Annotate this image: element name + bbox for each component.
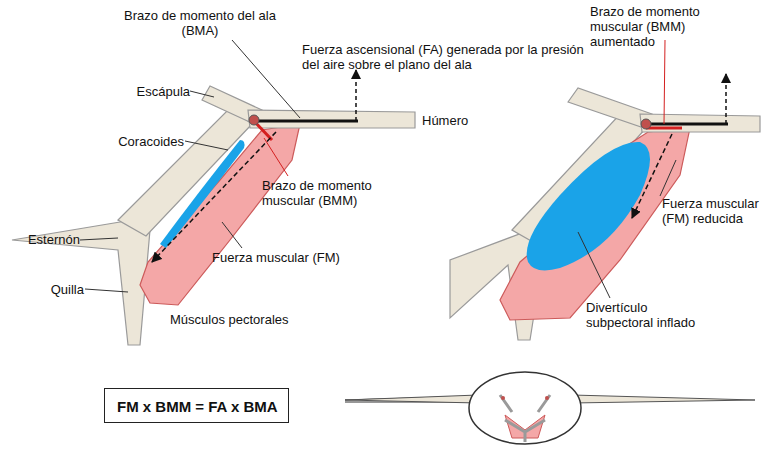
inflated-diverticulum: [527, 142, 650, 271]
part-label: Fuerza muscular (FM): [212, 250, 362, 265]
part-label: Fuerza muscular (FM) reducida: [662, 196, 762, 226]
part-label: Divertículo subpectoral inflado: [586, 300, 706, 330]
pectoral-muscle: [500, 128, 690, 320]
part-label: Brazo de momento muscular (BMM): [262, 178, 382, 208]
humerus: [640, 114, 760, 132]
leader-line: [664, 40, 665, 124]
lift-arrow: [355, 70, 357, 121]
leader-line: [222, 222, 242, 248]
part-label: Músculos pectorales: [170, 312, 310, 327]
leader-line: [190, 91, 214, 97]
lift-arrow: [725, 74, 727, 124]
skeleton: [500, 395, 550, 442]
muscle-force-arrow: [152, 132, 276, 262]
leader-line: [264, 138, 288, 176]
leader-line: [660, 160, 676, 196]
diverticulum: [160, 140, 245, 248]
scapula: [202, 86, 262, 124]
leader-line: [578, 232, 610, 298]
part-label: Escápula: [124, 84, 190, 99]
part-label: Brazo de momento muscular (BMM) aumentad…: [590, 4, 750, 49]
muscle-moment-arm: [646, 127, 682, 130]
right-wing: [572, 395, 755, 403]
leader-line: [185, 141, 228, 150]
leader-line: [85, 289, 128, 292]
body-outline: [469, 372, 581, 444]
right-wing-figure: [450, 40, 760, 340]
shoulder-joint: [641, 119, 651, 129]
bird-cross-section: [345, 372, 755, 444]
shoulder-joint: [249, 115, 259, 125]
part-label: Coracoides: [102, 134, 184, 149]
left-wing: [345, 396, 478, 402]
left-wing-figure: [12, 40, 415, 345]
part-label: Quilla: [38, 282, 84, 297]
pectoral-muscle: [140, 124, 300, 305]
scapula: [568, 88, 652, 128]
wing-moment-arm: [254, 120, 358, 123]
part-label: Brazo de momento del ala (BMA): [110, 8, 290, 38]
humerus: [248, 110, 415, 128]
formula-box: FM x BMM = FA x BMA: [104, 388, 289, 423]
leader-line: [232, 40, 300, 118]
leader-line: [80, 238, 118, 240]
wing-moment-arm: [646, 123, 728, 126]
part-label: Esternón: [14, 232, 80, 247]
sternum: [12, 212, 150, 345]
formula-text: FM x BMM = FA x BMA: [117, 398, 276, 415]
part-label: Húmero: [422, 113, 492, 128]
part-label: Fuerza ascensional (FA) generada por la …: [302, 42, 602, 72]
